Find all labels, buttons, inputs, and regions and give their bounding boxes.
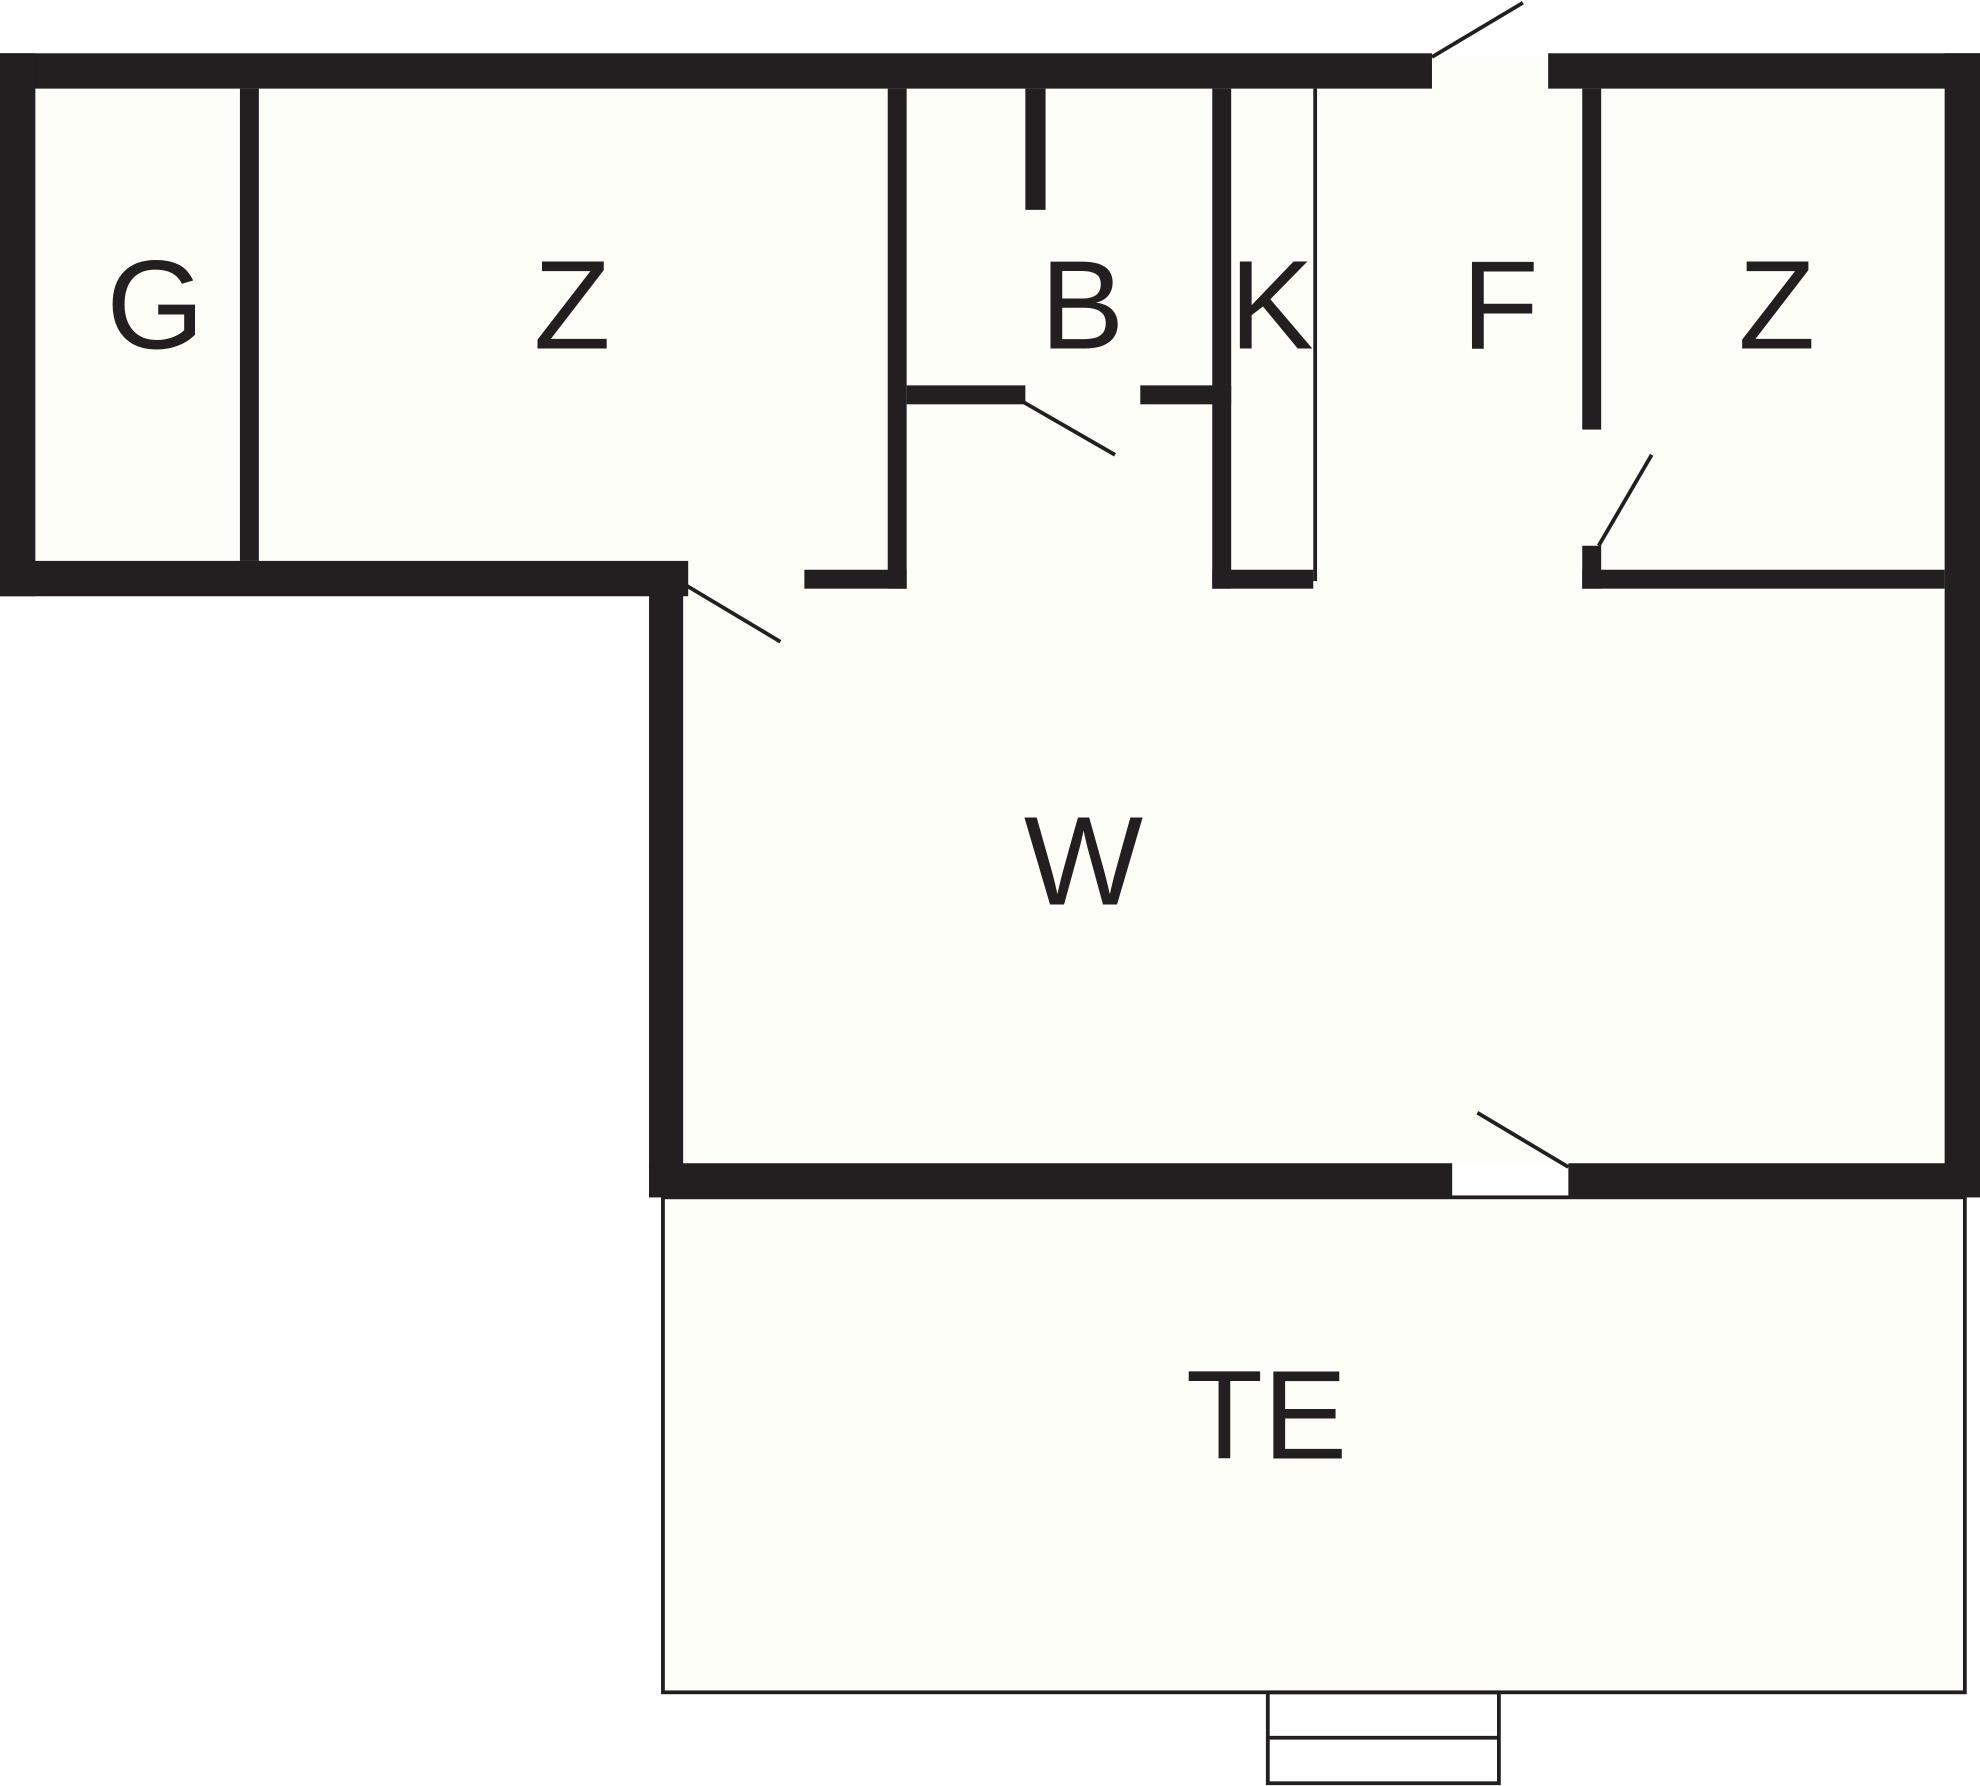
room-te-floor bbox=[665, 1197, 1963, 1690]
door-b bbox=[1021, 400, 1116, 457]
room-label-b: B bbox=[1040, 235, 1124, 376]
room-label-g: G bbox=[106, 235, 204, 376]
door-z-left bbox=[682, 581, 782, 644]
room-f-floor bbox=[1231, 57, 1583, 588]
room-label-z-left: Z bbox=[533, 235, 610, 376]
room-label-z-right: Z bbox=[1738, 235, 1815, 376]
room-label-w: W bbox=[1024, 790, 1143, 931]
steps bbox=[1265, 1690, 1501, 1786]
room-floors bbox=[35, 57, 1963, 1690]
door-terrace bbox=[1476, 1111, 1570, 1169]
entrance-door bbox=[1430, 1, 1524, 59]
room-label-te: TE bbox=[1186, 1345, 1347, 1486]
room-label-k: K bbox=[1229, 235, 1313, 376]
walls bbox=[0, 53, 1980, 1198]
room-label-f: F bbox=[1462, 235, 1539, 376]
room-g-floor bbox=[35, 88, 240, 561]
doors bbox=[682, 1, 1654, 1169]
room-b-floor bbox=[906, 88, 1213, 386]
door-z-right bbox=[1597, 453, 1654, 547]
room-z-right-floor bbox=[1601, 88, 1945, 570]
